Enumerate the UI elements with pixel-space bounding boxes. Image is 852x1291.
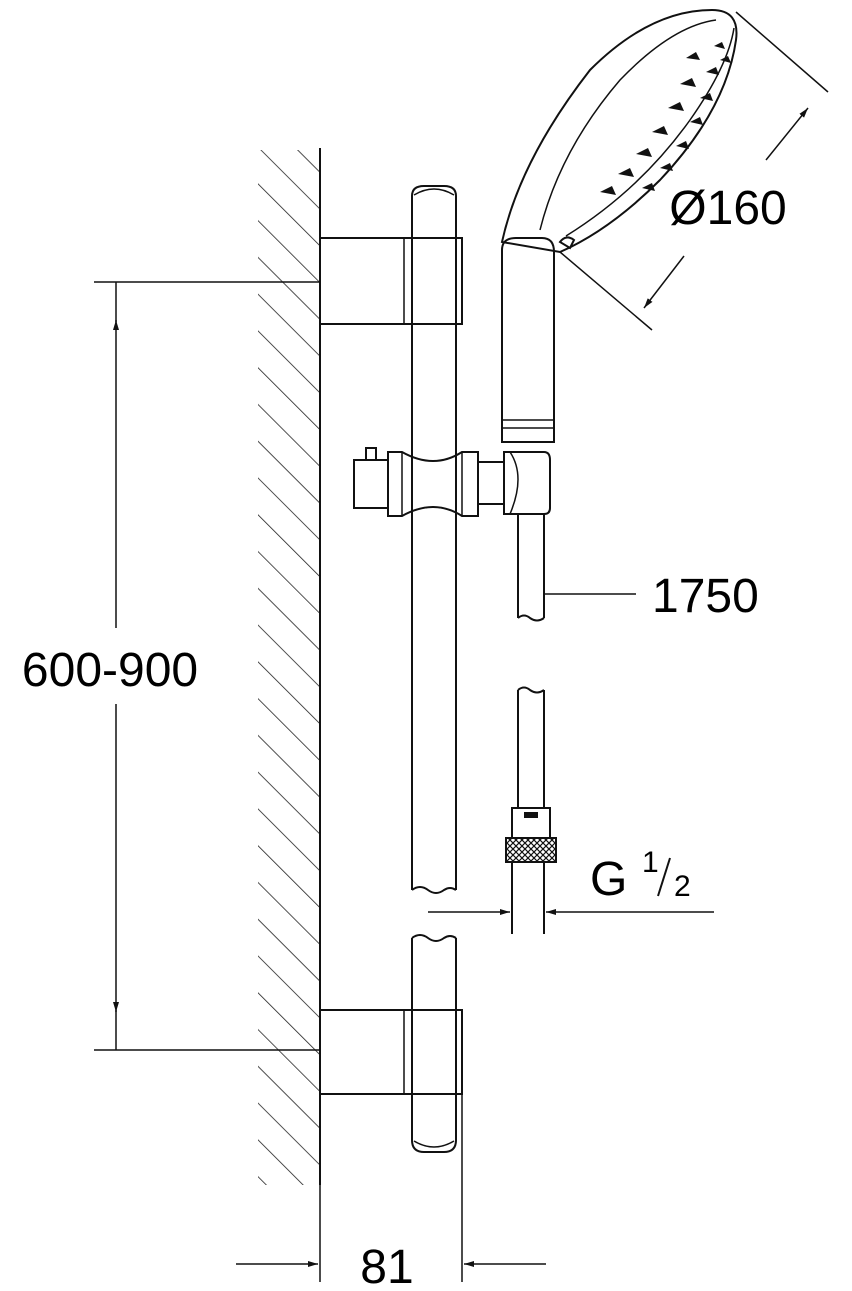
wall-offset-label: 81	[360, 1241, 413, 1291]
upper-wall-bracket	[319, 237, 463, 325]
connection-thread-numerator: 1	[642, 846, 659, 879]
shower-rail	[411, 185, 457, 1153]
wall	[258, 148, 321, 1185]
connection-thread-fraction-slash	[657, 857, 671, 897]
hose-length-label: 1750	[652, 570, 759, 623]
hand-shower	[500, 8, 738, 443]
head-diameter-label: Ø160	[669, 182, 786, 235]
connection-thread-base: G	[590, 853, 627, 906]
rail-lower-break	[411, 934, 457, 942]
height-dimension: 600-900	[22, 281, 320, 1051]
shower-hose	[505, 514, 557, 934]
spray-nozzles	[600, 42, 731, 195]
hose-knurled-nut	[505, 837, 557, 863]
wall-hatching	[258, 150, 320, 1185]
rail-bottom-cap	[411, 938, 457, 1153]
rail-top-cap	[411, 185, 457, 890]
rail-upper-break	[411, 886, 457, 894]
head-diameter-dimension: Ø160	[559, 11, 829, 331]
lower-wall-bracket	[319, 1009, 463, 1095]
hand-shower-head	[500, 8, 738, 254]
connection-thread-denominator: 2	[674, 870, 691, 903]
hose-length-leader: 1750	[544, 570, 759, 623]
height-range-label: 600-900	[22, 644, 198, 697]
hand-shower-handle	[501, 237, 555, 443]
slider-holder	[353, 447, 551, 517]
connection-thread-dimension: G 1 2	[428, 846, 714, 915]
wall-offset-dimension: 81	[236, 1094, 546, 1291]
